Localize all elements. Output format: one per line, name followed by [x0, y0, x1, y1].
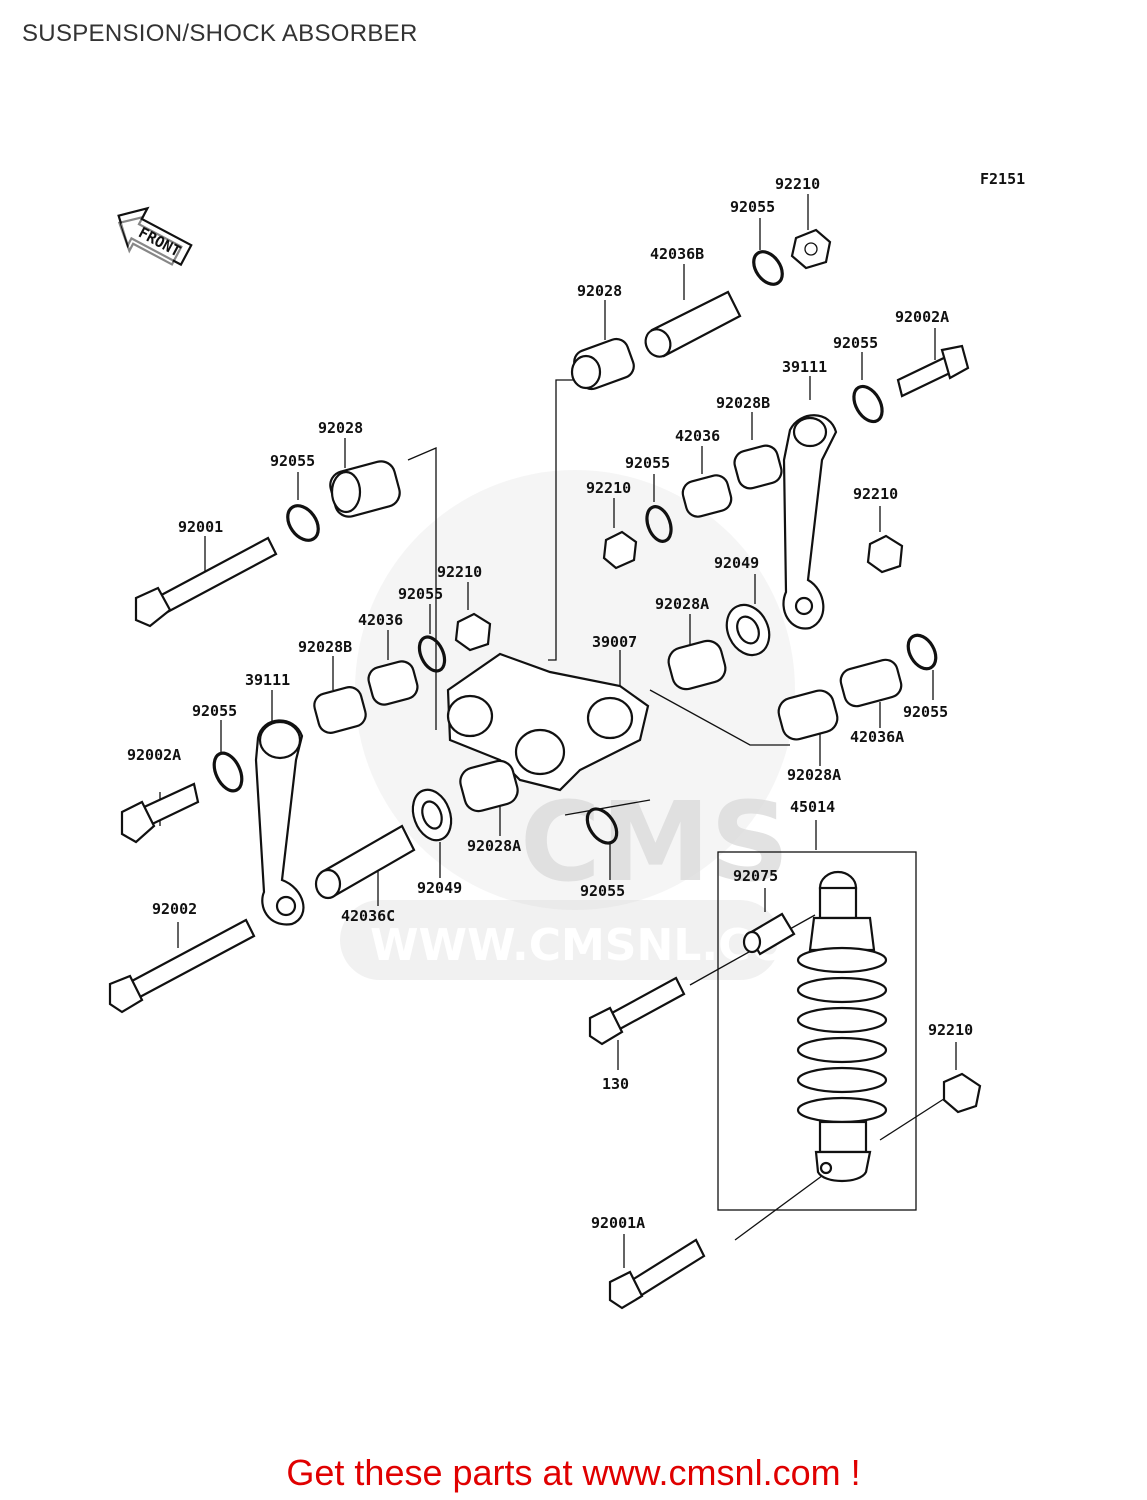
bolt-92002A-left [120, 782, 200, 844]
callout-45014: 45014 [790, 798, 835, 816]
tie-rod-39111-right [782, 414, 838, 630]
callout-92001: 92001 [178, 518, 223, 536]
parts-diagram: CMS WWW.CMSNL.COM F2151 FRONT [108, 170, 1025, 1310]
rocker-arm-39007 [446, 652, 650, 792]
bushing-92028B-right [733, 444, 783, 490]
callout-39111-right: 39111 [782, 358, 827, 376]
collar-42036-center [367, 660, 419, 706]
bushing-92028A-right [777, 689, 839, 741]
callout-92049-bottom: 92049 [417, 879, 462, 897]
bushing-92028B-left [313, 686, 367, 734]
oring-92055-center [417, 635, 447, 673]
collar-42036B [644, 290, 742, 358]
callout-92028B-left: 92028B [298, 638, 352, 656]
bushing-92028A-bottom [459, 759, 519, 813]
callout-92210-right: 92210 [853, 485, 898, 503]
callout-92210-top: 92210 [775, 175, 820, 193]
tie-rod-39111-left [254, 719, 305, 926]
callout-labels: 92210 92055 42036B 92028 92002A 92055 39… [127, 175, 973, 1232]
callout-92210-mid: 92210 [586, 479, 631, 497]
oring-92055-left [286, 504, 320, 542]
bolt-92002A-right [896, 344, 970, 398]
parts [108, 228, 982, 1310]
bolt-92001A [608, 1238, 706, 1310]
bolt-92002 [108, 918, 256, 1014]
nut-92210-center [454, 612, 492, 652]
callout-92055-lower-left: 92055 [192, 702, 237, 720]
callout-42036-right: 42036 [675, 427, 720, 445]
callout-92055-left: 92055 [270, 452, 315, 470]
callout-92028B-right: 92028B [716, 394, 770, 412]
callout-92002A-right: 92002A [895, 308, 949, 326]
washer-92049-right [725, 603, 771, 657]
callout-92075: 92075 [733, 867, 778, 885]
callout-92055-bottom: 92055 [580, 882, 625, 900]
bushing-92028-left [329, 460, 401, 518]
callout-92028A-bottom: 92028A [467, 837, 521, 855]
oring-92055-right [852, 384, 884, 424]
bushing-92028A-top [667, 639, 727, 691]
cta-link[interactable]: Get these parts at www.cmsnl.com ! [286, 1452, 861, 1493]
callout-130: 130 [602, 1075, 629, 1093]
bolt-130 [588, 976, 686, 1046]
callout-92002A-left: 92002A [127, 746, 181, 764]
washer-92049-bottom [411, 788, 453, 842]
callout-92055-mid: 92055 [625, 454, 670, 472]
oring-92055-far-right [906, 633, 938, 671]
front-arrow-icon: FRONT [117, 206, 193, 267]
nut-92210-shock [942, 1072, 982, 1114]
callout-92055-far-right: 92055 [903, 703, 948, 721]
leader-lines [159, 194, 957, 1268]
nut-92210-right [866, 534, 904, 574]
callout-92028A-right: 92028A [787, 766, 841, 784]
callout-92210-center: 92210 [437, 563, 482, 581]
bolt-92001 [134, 536, 278, 628]
callout-92002: 92002 [152, 900, 197, 918]
callout-42036-center: 42036 [358, 611, 403, 629]
collar-42036A [839, 658, 903, 708]
callout-92028-left: 92028 [318, 419, 363, 437]
callout-92049-right: 92049 [714, 554, 759, 572]
oring-92055-mid [645, 505, 673, 543]
callout-92055-right: 92055 [833, 334, 878, 352]
callout-92055-top: 92055 [730, 198, 775, 216]
bushing-92075 [742, 912, 796, 956]
collar-42036-right [681, 474, 733, 518]
bushing-92028-top [570, 337, 635, 391]
watermark-logo-text: CMS [520, 778, 789, 906]
callout-39007: 39007 [592, 633, 637, 651]
oring-92055-top [752, 250, 784, 286]
page-title: SUSPENSION/SHOCK ABSORBER [22, 20, 418, 47]
callout-42036A: 42036A [850, 728, 904, 746]
collar-42036C [314, 824, 416, 900]
callout-92028A-top: 92028A [655, 595, 709, 613]
callout-42036C: 42036C [341, 907, 395, 925]
nut-92210-mid [602, 530, 638, 570]
figure-code: F2151 [980, 170, 1025, 188]
shock-absorber-45014 [796, 870, 888, 1183]
callout-39111-left: 39111 [245, 671, 290, 689]
callout-92055-center: 92055 [398, 585, 443, 603]
oring-92055-lower-left [212, 751, 244, 793]
nut-92210-top [790, 228, 832, 270]
oring-92055-bottom [585, 807, 619, 845]
callout-42036B: 42036B [650, 245, 704, 263]
callout-92001A: 92001A [591, 1214, 645, 1232]
callout-92028-top: 92028 [577, 282, 622, 300]
callout-92210-shock: 92210 [928, 1021, 973, 1039]
